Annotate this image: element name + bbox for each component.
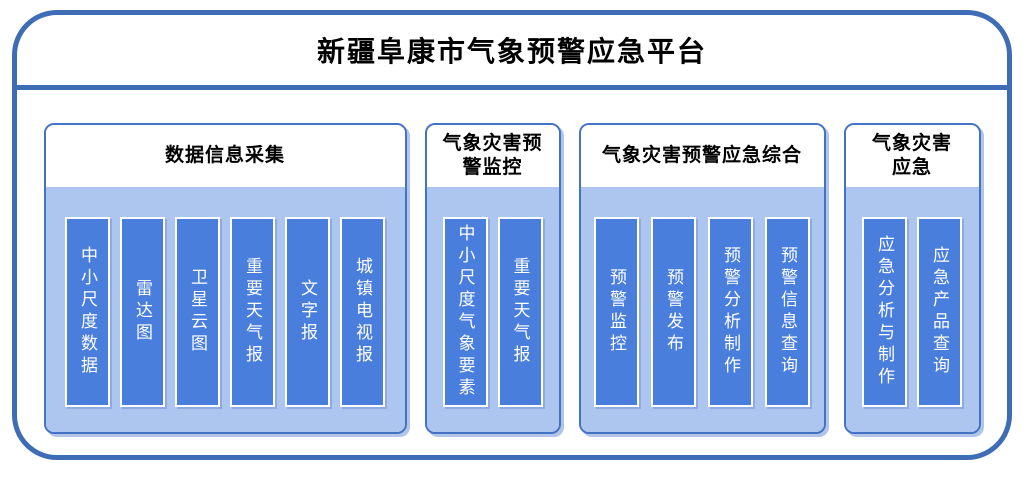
node-emergency-product-query: 应急产品查询 <box>917 217 962 407</box>
group-header-label: 气象灾害应急 <box>871 133 952 178</box>
node-emergency-analysis-production: 应急分析与制作 <box>862 217 907 407</box>
group-warning-monitoring: 气象灾害预警监控 中小尺度气象要素 重要天气报 <box>424 123 561 434</box>
group-header-label: 气象灾害预警应急综合 <box>601 145 802 167</box>
node-label: 预警发布 <box>664 268 683 356</box>
group-warning-emergency-comprehensive: 气象灾害预警应急综合 预警监控 预警发布 预警分析制作 预警信息查询 <box>578 123 826 434</box>
node-label: 文字报 <box>298 279 317 345</box>
node-warning-analysis-production: 预警分析制作 <box>708 217 753 407</box>
node-important-weather-report-2: 重要天气报 <box>497 217 543 407</box>
node-mesoscale-data: 中小尺度数据 <box>65 217 110 407</box>
platform-frame: 新疆阜康市气象预警应急平台 数据信息采集 中小尺度数据 雷达图 卫星云图 重要天… <box>12 10 1012 460</box>
node-town-tv-report: 城镇电视报 <box>340 217 385 407</box>
node-label: 预警信息查询 <box>778 246 797 378</box>
groups-row: 数据信息采集 中小尺度数据 雷达图 卫星云图 重要天气报 文字报 <box>17 123 1007 434</box>
page-title: 新疆阜康市气象预警应急平台 <box>17 15 1007 90</box>
node-important-weather-report: 重要天气报 <box>230 217 275 407</box>
group-body-disaster-emergency: 应急分析与制作 应急产品查询 <box>845 187 979 432</box>
node-radar-chart: 雷达图 <box>120 217 165 407</box>
node-label: 雷达图 <box>133 279 152 345</box>
node-satellite-cloud-image: 卫星云图 <box>175 217 220 407</box>
node-label: 应急分析与制作 <box>875 235 894 389</box>
group-header-label: 数据信息采集 <box>164 145 285 167</box>
group-disaster-emergency: 气象灾害应急 应急分析与制作 应急产品查询 <box>843 123 981 434</box>
node-label: 中小尺度气象要素 <box>455 224 475 400</box>
node-label: 预警监控 <box>607 268 626 356</box>
group-header-warning-emergency: 气象灾害预警应急综合 <box>580 125 824 187</box>
group-header-data-collection: 数据信息采集 <box>45 125 405 187</box>
node-text-report: 文字报 <box>285 217 330 407</box>
node-warning-release: 预警发布 <box>651 217 696 407</box>
group-body-data-collection: 中小尺度数据 雷达图 卫星云图 重要天气报 文字报 城镇电视报 <box>45 187 405 432</box>
group-header-warning-monitoring: 气象灾害预警监控 <box>426 125 559 187</box>
node-label: 中小尺度数据 <box>78 246 97 378</box>
group-header-label: 气象灾害预警监控 <box>442 133 543 178</box>
node-label: 重要天气报 <box>510 257 530 367</box>
group-data-collection: 数据信息采集 中小尺度数据 雷达图 卫星云图 重要天气报 文字报 <box>43 123 407 434</box>
node-mesoscale-met-elements: 中小尺度气象要素 <box>442 217 488 407</box>
node-label: 卫星云图 <box>188 268 207 356</box>
group-body-warning-monitoring: 中小尺度气象要素 重要天气报 <box>426 187 559 432</box>
node-warning-info-query: 预警信息查询 <box>765 217 810 407</box>
platform-title-text: 新疆阜康市气象预警应急平台 <box>316 36 707 67</box>
node-warning-monitor: 预警监控 <box>594 217 639 407</box>
node-label: 重要天气报 <box>243 257 262 367</box>
group-body-warning-emergency: 预警监控 预警发布 预警分析制作 预警信息查询 <box>580 187 824 432</box>
node-label: 城镇电视报 <box>353 257 372 367</box>
group-header-disaster-emergency: 气象灾害应急 <box>845 125 979 187</box>
node-label: 应急产品查询 <box>930 246 949 378</box>
node-label: 预警分析制作 <box>721 246 740 378</box>
